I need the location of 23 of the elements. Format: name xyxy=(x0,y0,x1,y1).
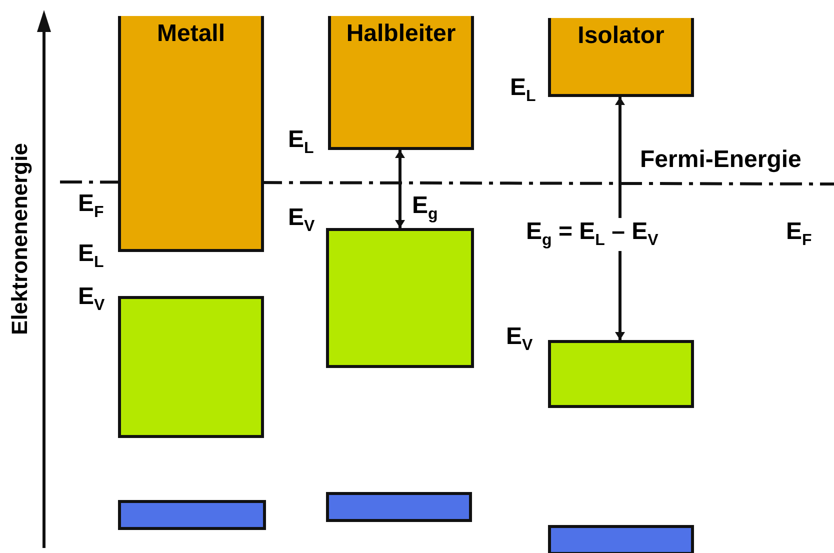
conduction-band xyxy=(328,16,474,150)
energy-symbol: E$_{F}$ xyxy=(78,192,104,221)
band-title: Isolator xyxy=(578,22,664,50)
band-title: Metall xyxy=(156,20,225,48)
energy-symbol: E$_{L}$ xyxy=(78,242,104,271)
conduction-band xyxy=(118,16,264,252)
valence-band xyxy=(326,228,474,368)
energy-gap-arrow xyxy=(395,150,405,228)
energy-symbol: E$_{V}$ xyxy=(78,285,105,314)
valence-band xyxy=(118,296,264,438)
conduction-band xyxy=(548,18,694,97)
lower-band xyxy=(118,500,266,530)
lower-band xyxy=(548,525,694,553)
energy-symbol: E$_{V}$ xyxy=(288,206,315,235)
fermi-energy-label: Fermi-Energie xyxy=(640,148,802,172)
lower-band xyxy=(326,492,472,522)
energy-symbol: E$_{F}$ xyxy=(786,220,812,249)
axis-label: Elektronenenergie xyxy=(9,142,31,337)
valence-band xyxy=(548,340,694,408)
energy-symbol: E$_{L}$ xyxy=(510,76,536,105)
energy-symbol: E$_{V}$ xyxy=(506,325,533,354)
band-title: Halbleiter xyxy=(346,20,456,48)
energy-symbol: E$_{L}$ xyxy=(288,128,314,157)
